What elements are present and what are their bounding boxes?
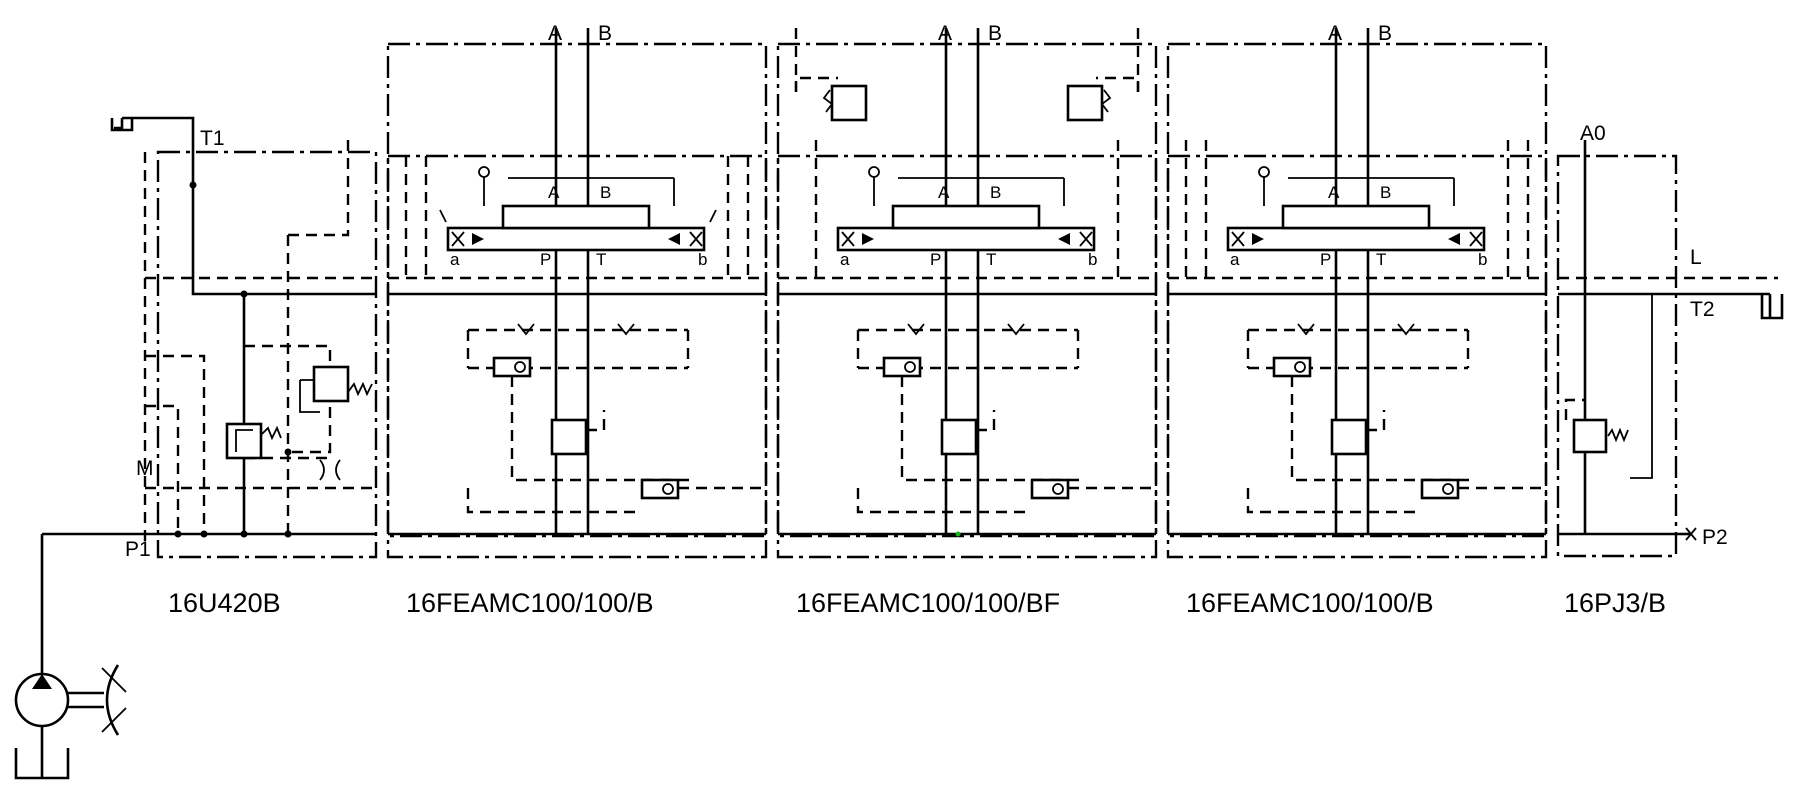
spool-label-a: A [938, 183, 950, 202]
tank-symbol-t2 [1760, 294, 1784, 320]
spool-label-p: P [930, 250, 941, 269]
pilot-label-b: b [1088, 250, 1097, 269]
plug-icon [1685, 527, 1697, 541]
port-label-l: L [1690, 246, 1702, 269]
directional-spool-valve [446, 226, 706, 252]
work-section-3: A B A B P T a b [1166, 22, 1548, 559]
spool-label-a: A [1328, 183, 1340, 202]
port-label-t2: T2 [1690, 298, 1715, 321]
pilot-label-a: a [840, 250, 850, 269]
orifice [319, 459, 341, 481]
pump [14, 664, 127, 780]
inlet-section-frame [156, 150, 378, 559]
port-label-t1: T1 [200, 127, 225, 150]
unloading-relief-valve [1572, 418, 1608, 454]
spool-label-p: P [540, 250, 551, 269]
pilot-label-a: a [1230, 250, 1240, 269]
work-port-b: B [598, 22, 612, 45]
inlet-section: T1 M P1 16U420B [40, 116, 378, 678]
compensator-valve [940, 418, 978, 456]
port-relief-valve-a [830, 84, 868, 122]
compensator-valve [1330, 418, 1368, 456]
port-label-m: M [136, 457, 154, 480]
spool-label-p: P [1320, 250, 1331, 269]
section-model-work-1: 16FEAMC100/100/B [406, 588, 654, 618]
work-port-a: A [1328, 22, 1342, 45]
port-label-a0: A0 [1580, 122, 1606, 145]
section-model-inlet: 16U420B [168, 588, 281, 618]
work-port-a: A [548, 22, 562, 45]
spool-label-t: T [1376, 250, 1386, 269]
port-label-p1: P1 [125, 538, 151, 561]
work-port-a: A [938, 22, 952, 45]
outlet-section-frame [1556, 154, 1678, 558]
section-model-work-3: 16FEAMC100/100/B [1186, 588, 1434, 618]
tank-symbol-t1 [110, 118, 134, 132]
compensator-valve [550, 418, 588, 456]
pilot-label-b: b [1478, 250, 1487, 269]
spool-label-t: T [596, 250, 606, 269]
outlet-section: A0 L T2 P2 16PJ3/B [1556, 122, 1784, 618]
work-section-2: A B A B P T a b [776, 22, 1158, 559]
spool-label-b: B [1380, 183, 1391, 202]
pilot-label-a: a [450, 250, 460, 269]
spool-label-b: B [990, 183, 1001, 202]
section-model-outlet: 16PJ3/B [1564, 588, 1666, 618]
spool-label-t: T [986, 250, 996, 269]
pilot-label-b: b [698, 250, 707, 269]
section-model-work-2: 16FEAMC100/100/BF [796, 588, 1060, 618]
port-label-p2: P2 [1702, 526, 1728, 549]
port-relief-valve-b [1066, 84, 1104, 122]
spool-label-b: B [600, 183, 611, 202]
spool-label-a: A [548, 183, 560, 202]
directional-spool-valve [836, 226, 1096, 252]
directional-spool-valve [1226, 226, 1486, 252]
work-port-b: B [1378, 22, 1392, 45]
work-section-1: A B A B P T a b [386, 22, 768, 559]
pilot-relief-valve [312, 365, 350, 403]
work-port-b: B [988, 22, 1002, 45]
